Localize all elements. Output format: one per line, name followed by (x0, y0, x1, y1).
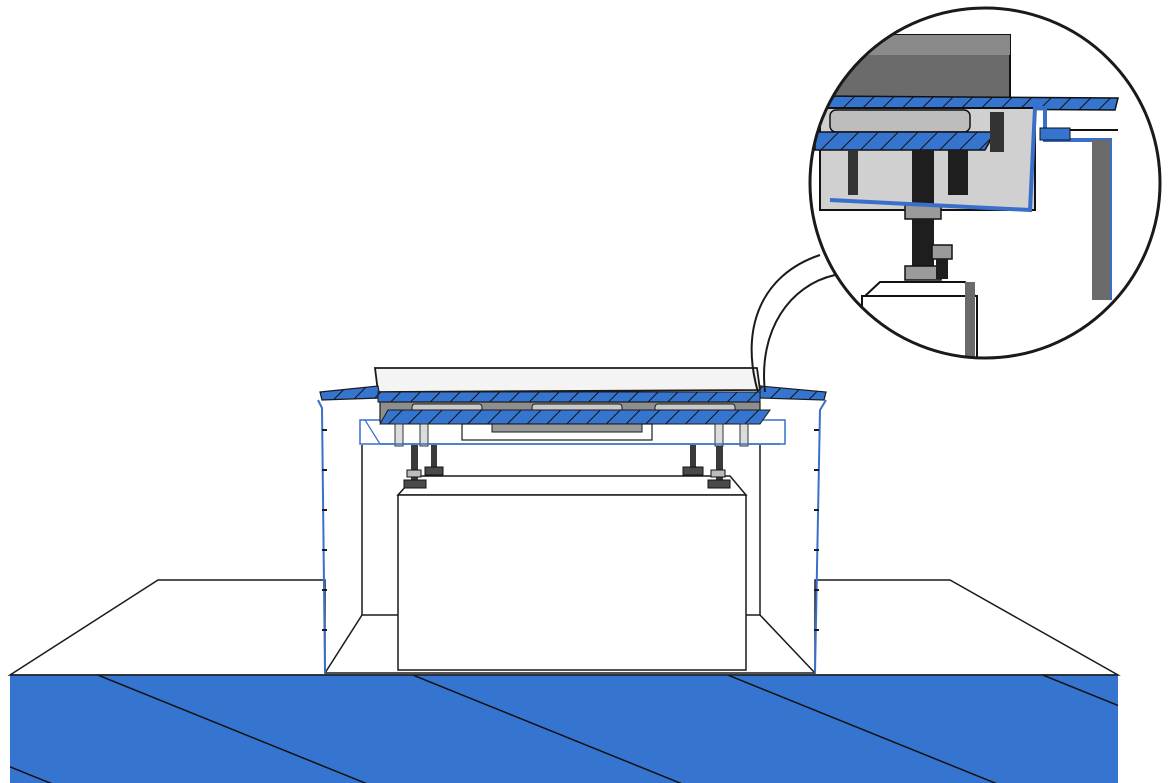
concrete-plinth (396, 475, 748, 671)
base-plate (379, 409, 771, 425)
right-flange (759, 385, 827, 401)
waterproof-membrane (317, 399, 827, 674)
pedestal-foot (707, 445, 731, 489)
detail-threaded-rod (912, 150, 934, 208)
left-flange (319, 385, 381, 401)
pit-recess (324, 445, 816, 674)
detail-magnifier (808, 6, 1162, 360)
pedestal-foot (424, 445, 444, 476)
pedestal-foot (403, 445, 427, 489)
plinth-top (396, 475, 748, 496)
detail-base-plate (814, 131, 997, 151)
magnifier-ring (808, 6, 1162, 360)
drain-channel-body (319, 367, 827, 447)
slab-hatched-section (10, 675, 1118, 783)
pedestal-foot (682, 445, 704, 476)
grating-band (377, 391, 761, 403)
magnifier-leader (750, 254, 836, 393)
screed-slab (7, 579, 1121, 783)
cover-plate (373, 367, 762, 393)
adjustable-pedestal-feet (403, 445, 731, 489)
plinth-front (397, 494, 747, 671)
